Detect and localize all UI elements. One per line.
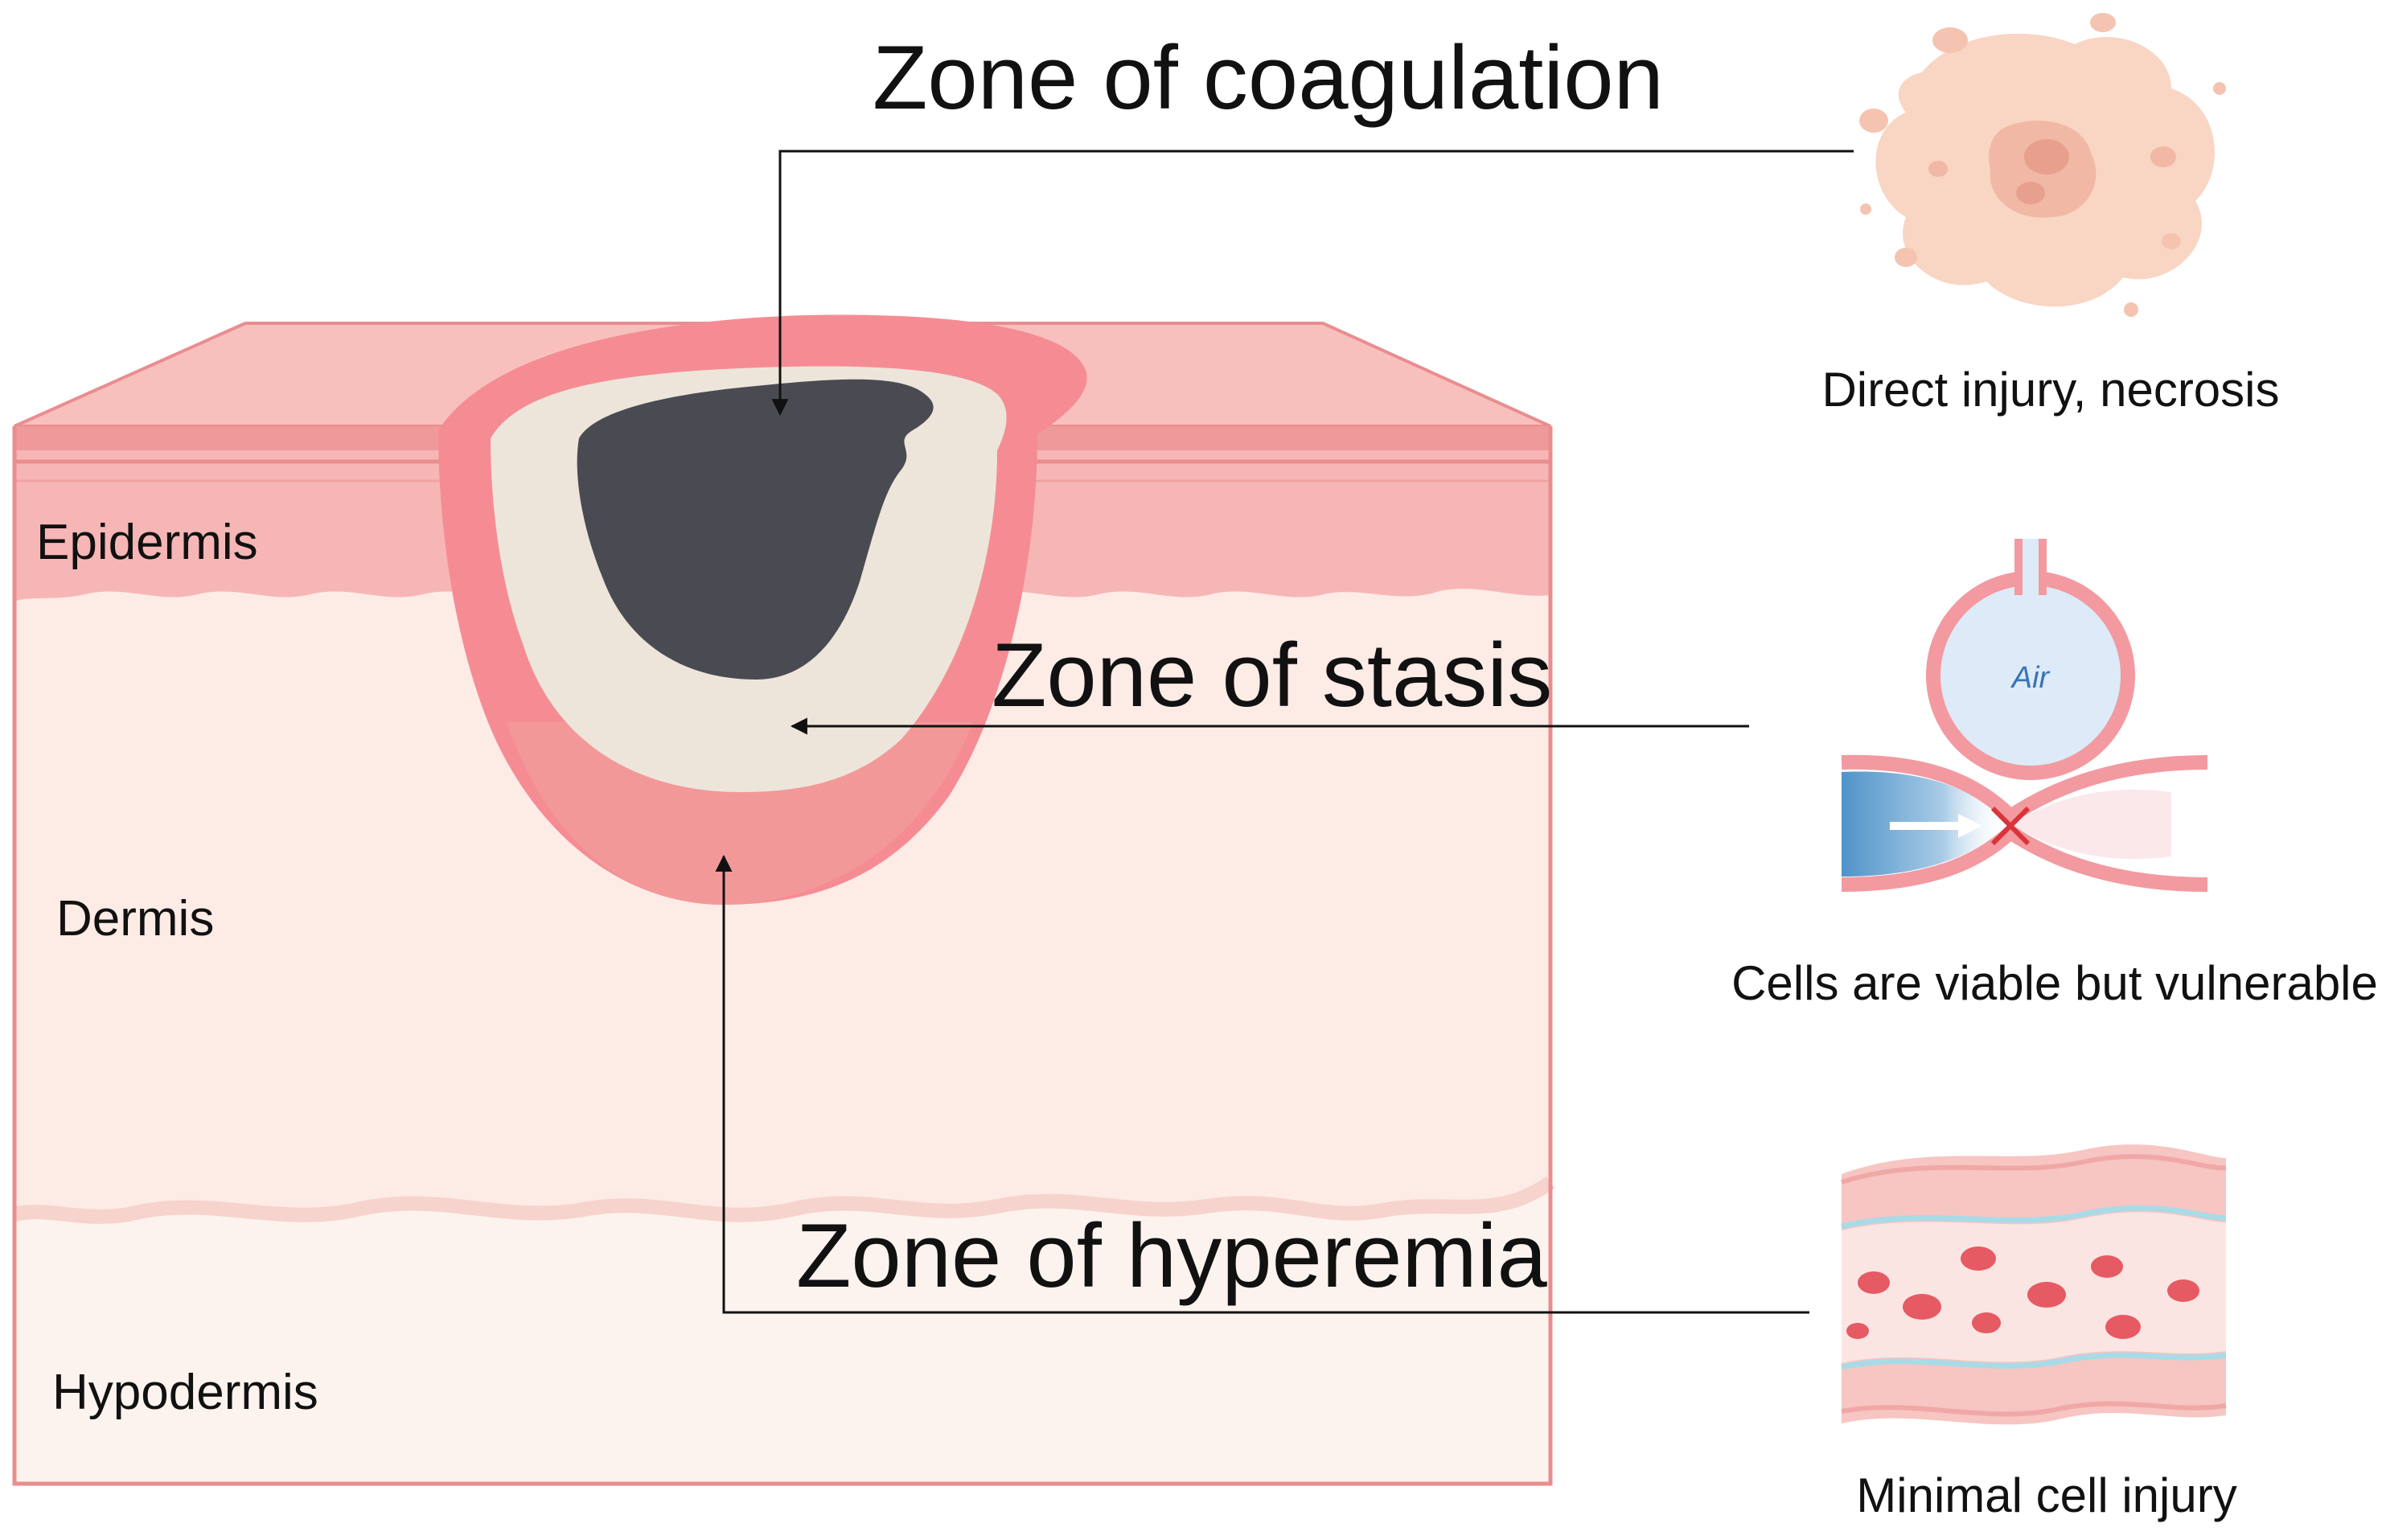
epidermis-label: Epidermis xyxy=(36,515,258,570)
hyperemia-description: Minimal cell injury xyxy=(1856,1468,2236,1522)
zone-coagulation-label: Zone of coagulation xyxy=(873,27,1664,128)
hypodermis-label: Hypodermis xyxy=(52,1365,318,1420)
burn-wound xyxy=(438,314,1087,905)
leader-lines xyxy=(715,150,1854,1314)
air-label: Air xyxy=(2010,661,2051,695)
coagulation-leader xyxy=(771,150,1854,417)
blood-vessel-icon xyxy=(1841,1144,2227,1425)
dermis-boundary xyxy=(12,1176,1555,1224)
hyperemia-leader xyxy=(715,854,1809,1314)
air-embolus-icon xyxy=(1841,539,2208,892)
necrosis-description: Direct injury, necrosis xyxy=(1821,363,2279,417)
zone-stasis-label: Zone of stasis xyxy=(992,625,1552,725)
skin-outline xyxy=(12,426,1553,1486)
coagulation-zone-shape xyxy=(577,379,934,680)
stasis-description: Cells are viable but vulnerable xyxy=(1731,956,2378,1010)
dermis-label: Dermis xyxy=(56,891,214,947)
necrotic-cell-icon xyxy=(1859,13,2226,317)
zone-hyperemia-label: Zone of hyperemia xyxy=(796,1205,1548,1306)
